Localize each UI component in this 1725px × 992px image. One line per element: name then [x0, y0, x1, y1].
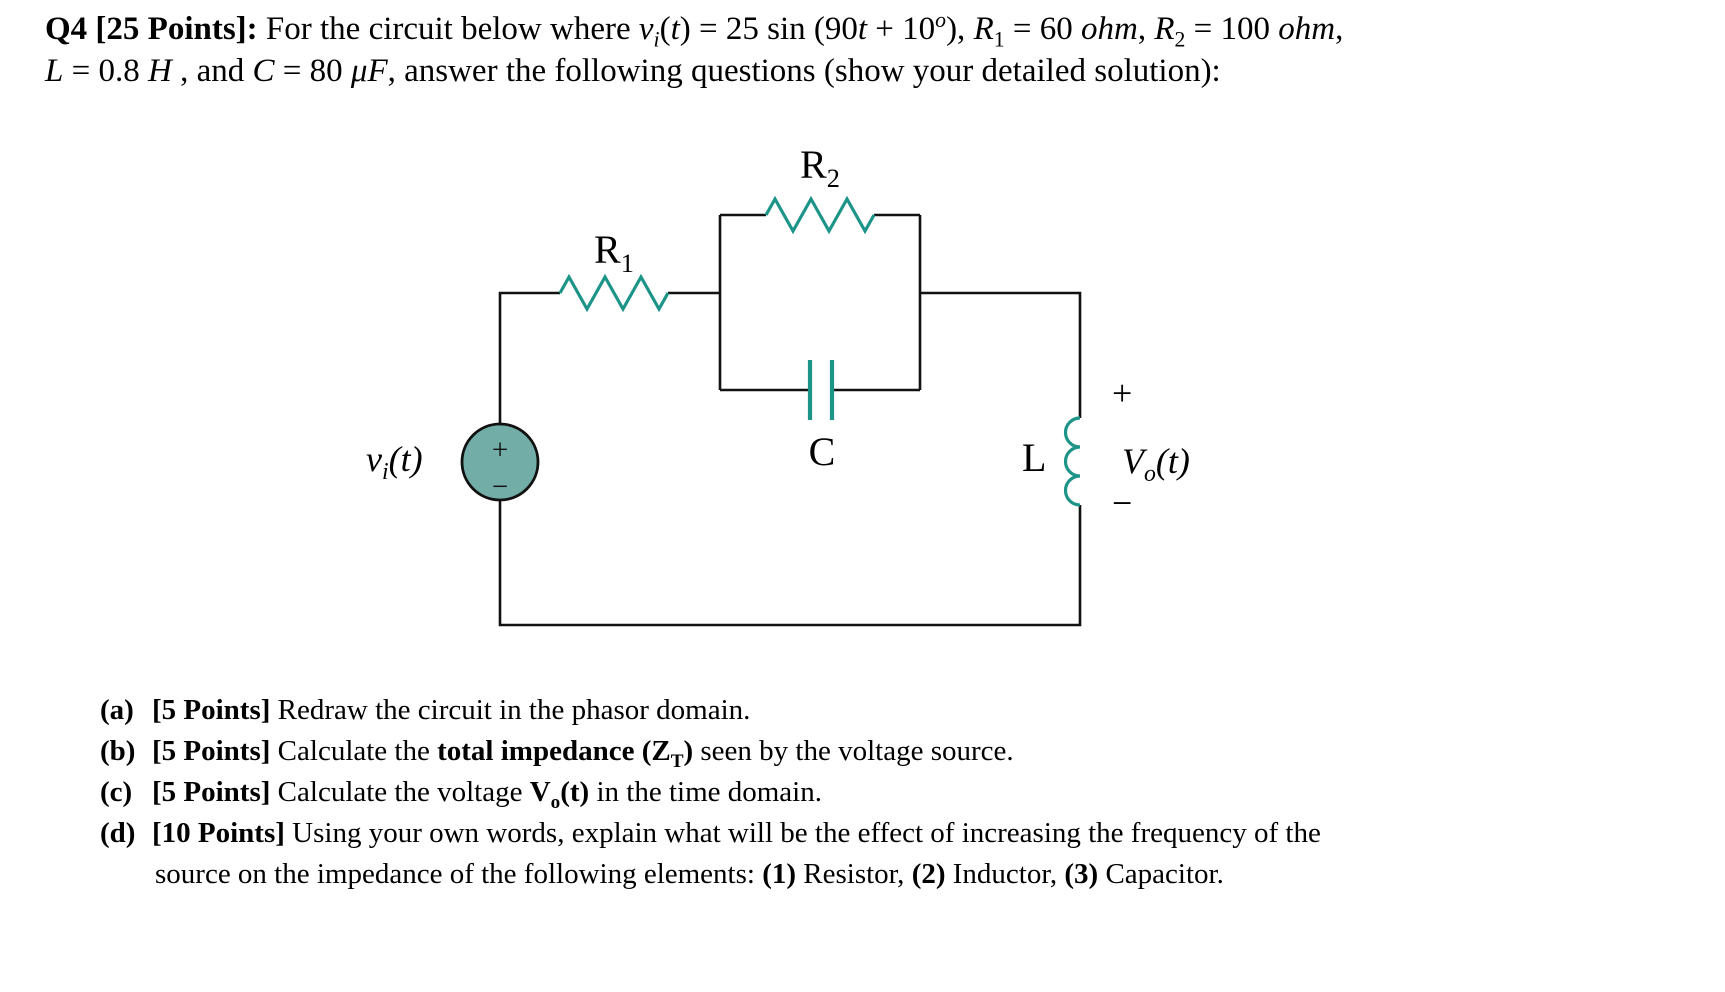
question-b: (b)[5 Points] Calculate the total impeda… [100, 735, 1014, 772]
question-c: (c)[5 Points] Calculate the voltage Vo(t… [100, 776, 822, 813]
capacitor-plates [807, 360, 835, 420]
label-inductor-l: L [1022, 435, 1047, 480]
label-r2: R2 [800, 142, 840, 193]
circuit-components [558, 195, 1081, 507]
resistor-r2-zigzag [764, 195, 876, 235]
label-r1: R1 [594, 227, 634, 278]
problem-statement-line-2: L = 0.8 H , and C = 80 μF, answer the fo… [45, 53, 1221, 89]
label-plus-sign: + [1112, 373, 1133, 413]
voltage-source-circle [460, 422, 540, 502]
resistor-r1-zigzag [558, 273, 670, 313]
source-minus-icon: − [492, 471, 508, 503]
wire-box-to-inductor [920, 291, 1082, 418]
label-minus-sign: − [1112, 483, 1133, 523]
inductor-coil [1063, 416, 1081, 507]
question-d-line-2: source on the impedance of the following… [155, 858, 1224, 890]
label-vi: vi(t) [366, 439, 423, 486]
source-plus-icon: + [492, 434, 508, 466]
question-a: (a)[5 Points] Redraw the circuit in the … [100, 694, 751, 726]
question-d-line-1: (d)[10 Points] Using your own words, exp… [100, 817, 1321, 849]
wire-source-to-r1 [498, 291, 560, 424]
circuit-wires [498, 213, 1082, 627]
problem-statement-line-1: Q4 [25 Points]: For the circuit below wh… [45, 8, 1344, 52]
wire-inductor-to-source [498, 500, 1082, 627]
label-vo: Vo(t) [1122, 441, 1190, 488]
label-capacitor-c: C [808, 429, 836, 474]
